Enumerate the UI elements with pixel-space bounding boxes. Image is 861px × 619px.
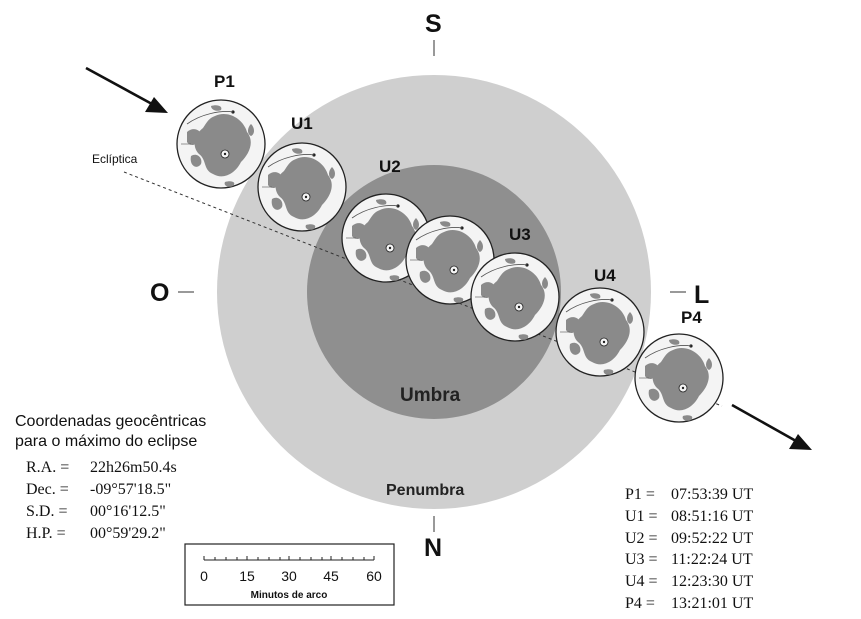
moon-p1 [176,99,266,189]
direction-north: N [424,534,442,562]
coord-value-hp: 00°59'29.2" [90,525,166,542]
coord-label-sd: S.D. = [26,503,67,520]
direction-east: L [694,281,709,309]
time-value-u1: 08:51:16 UT [671,508,753,525]
coordinates-title-1: Coordenadas geocêntricas [15,413,206,430]
scale-tick-0: 0 [200,568,208,584]
moon-u1 [257,142,347,232]
label-p1: P1 [214,72,235,91]
coordinates-title-2: para o máximo do eclipse [15,433,197,450]
label-u4: U4 [594,266,616,285]
scale-caption: Minutos de arco [251,590,328,601]
time-label-u4: U4 = [625,573,658,590]
scale-tick-60: 60 [366,568,382,584]
ecliptic-label: Eclíptica [92,152,138,166]
label-u2: U2 [379,157,401,176]
coordinates-block: Coordenadas geocêntricas para o máximo d… [15,413,206,542]
time-label-u1: U1 = [625,508,658,525]
time-value-p1: 07:53:39 UT [671,486,753,503]
label-p4: P4 [681,308,702,327]
coord-value-ra: 22h26m50.4s [90,459,177,476]
time-value-p4: 13:21:01 UT [671,595,753,612]
coord-value-sd: 00°16'12.5" [90,503,166,520]
moon-p4 [555,287,645,377]
coord-value-dec: -09°57'18.5" [90,481,171,498]
moon-p4-outer [634,333,724,423]
time-value-u2: 09:52:22 UT [671,530,753,547]
coord-label-ra: R.A. = [26,459,69,476]
label-u3: U3 [509,225,531,244]
contact-times: P1 = 07:53:39 UT U1 = 08:51:16 UT U2 = 0… [625,486,753,612]
time-label-p4: P4 = [625,595,655,612]
scale-bar: 0 15 30 45 60 Minutos de arco [184,543,395,606]
label-u1: U1 [291,114,313,133]
umbra-label: Umbra [400,385,461,406]
coord-label-hp: H.P. = [26,525,66,542]
penumbra-label: Penumbra [386,482,464,499]
exit-arrow [731,403,812,450]
time-label-u3: U3 = [625,551,658,568]
scale-tick-15: 15 [239,568,255,584]
entry-arrow [85,66,168,113]
direction-south: S [425,10,442,38]
coord-label-dec: Dec. = [26,481,69,498]
time-label-p1: P1 = [625,486,655,503]
scale-tick-30: 30 [281,568,297,584]
moon-u4 [470,252,560,342]
time-label-u2: U2 = [625,530,658,547]
direction-west: O [150,279,169,307]
time-value-u3: 11:22:24 UT [671,551,753,568]
time-value-u4: 12:23:30 UT [671,573,753,590]
scale-tick-45: 45 [323,568,339,584]
